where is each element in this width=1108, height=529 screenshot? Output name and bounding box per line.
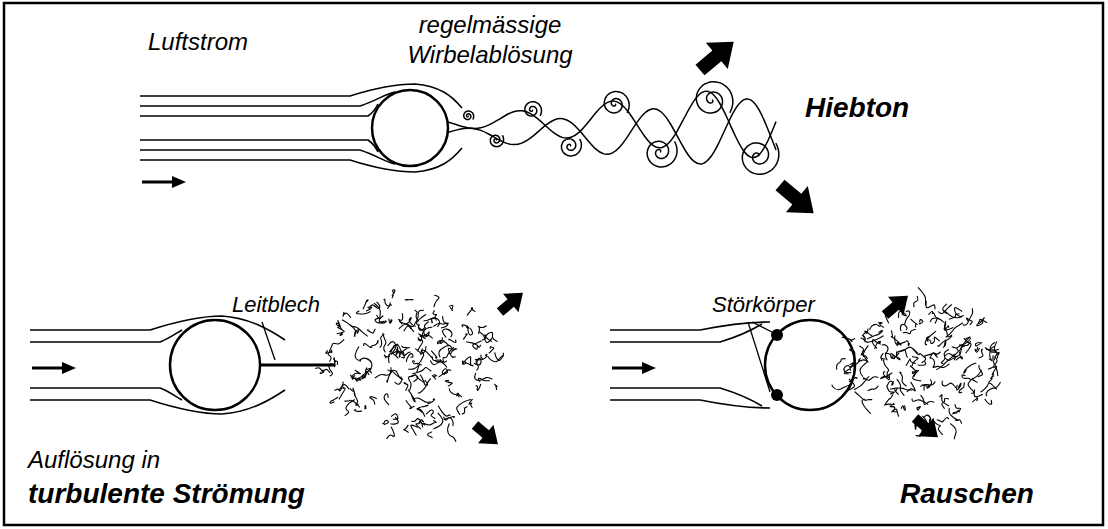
turbulence — [315, 290, 504, 442]
streamlines-top — [140, 84, 462, 172]
frame — [4, 3, 1103, 525]
caption-label: turbulente Strömung — [28, 478, 305, 510]
leader-line — [748, 322, 770, 392]
trip-element — [771, 389, 783, 401]
leader-line — [262, 322, 275, 360]
leader-line — [752, 322, 772, 332]
sound-label: Hiebton — [805, 92, 909, 124]
vortex-street — [448, 82, 779, 175]
part-label: Störkörper — [712, 292, 815, 317]
vortex-label: regelmässige Wirbelablösung — [380, 10, 600, 70]
streamlines-right — [610, 322, 770, 408]
part-label: Leitblech — [232, 292, 320, 317]
cylinder — [372, 90, 448, 166]
streamlines-left — [30, 316, 285, 414]
guide-plate — [260, 364, 335, 367]
sound-arrows — [467, 29, 945, 454]
cylinder — [765, 320, 855, 410]
caption-label: Auflösung in — [28, 446, 160, 474]
turbulence — [832, 287, 1001, 439]
flow-label: Luftstrom — [148, 28, 248, 56]
cylinder — [170, 320, 260, 410]
sound-label: Rauschen — [900, 478, 1034, 510]
trip-element — [771, 329, 783, 341]
